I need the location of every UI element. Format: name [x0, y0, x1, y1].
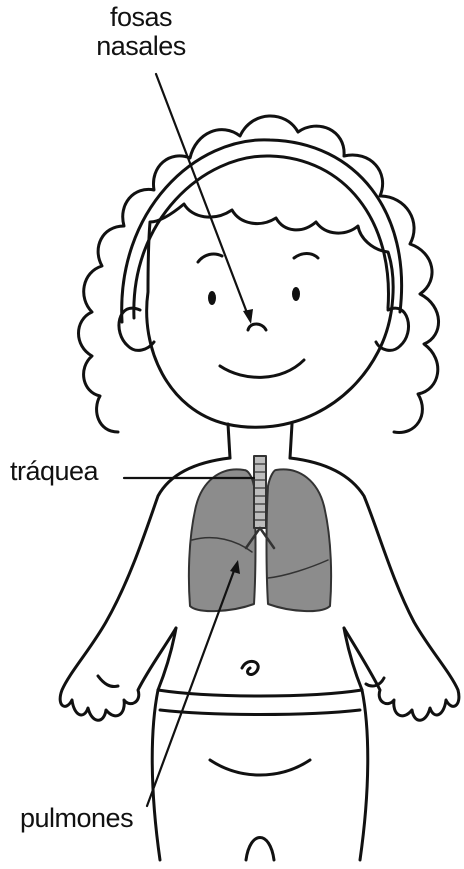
right-eye [292, 287, 300, 301]
nose [248, 324, 266, 330]
left-lung [189, 469, 256, 611]
nasal-pointer-line [156, 74, 249, 318]
nasal-label-line-2: nasales [92, 32, 190, 61]
belly-button [242, 661, 258, 674]
trachea-label: tráquea [10, 457, 98, 486]
lungs-label: pulmones [20, 804, 133, 833]
hair-outline [79, 116, 439, 433]
face-outline [147, 204, 393, 427]
right-lung [267, 469, 332, 611]
left-eye [208, 291, 216, 305]
nasal-label: fosas nasales [92, 3, 190, 61]
mouth [220, 360, 304, 377]
neck [228, 424, 292, 458]
nasal-label-line-1: fosas [92, 3, 190, 32]
trachea [254, 456, 266, 528]
